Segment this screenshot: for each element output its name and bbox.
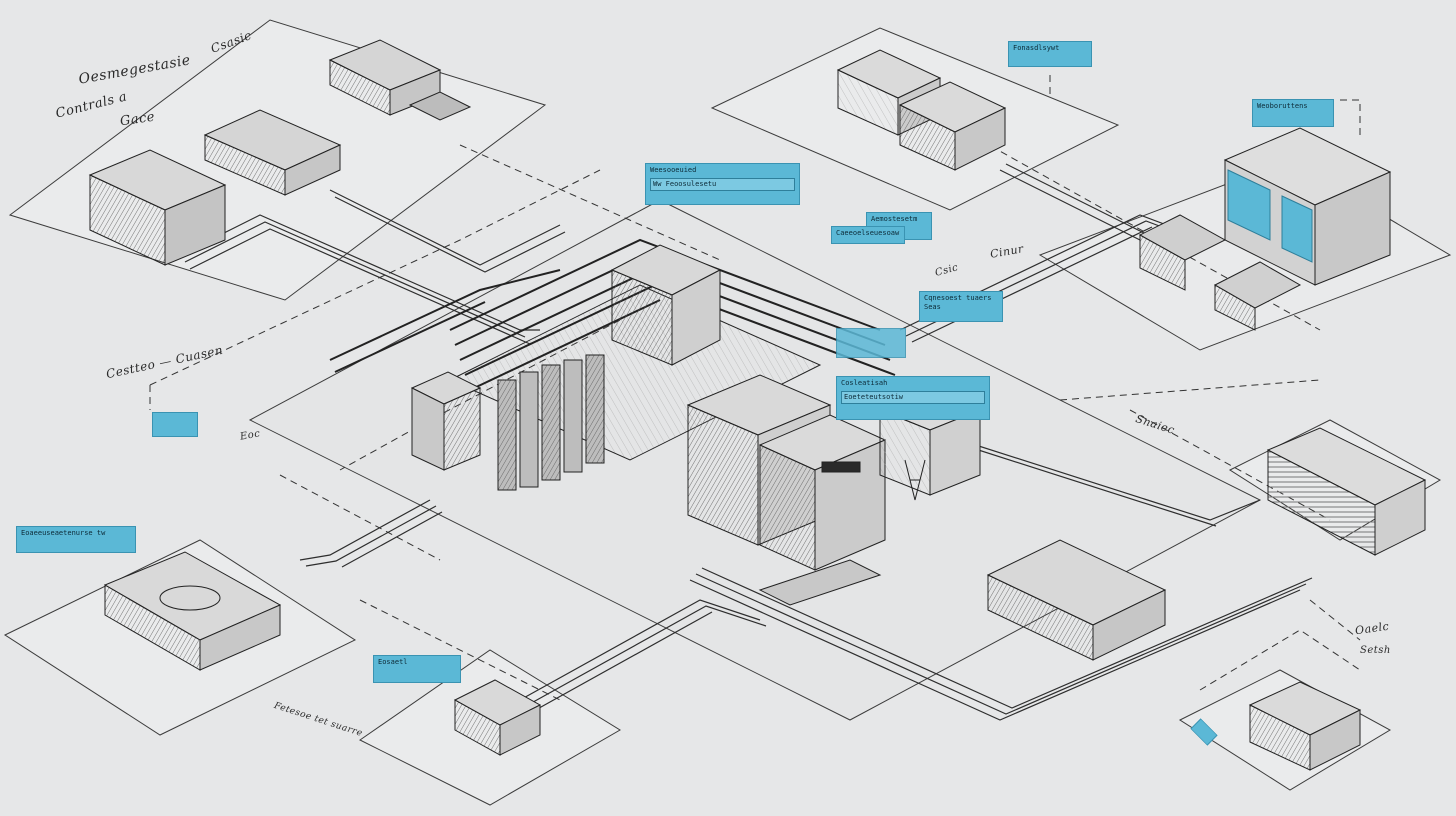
callout-text: Eosaetl <box>378 658 408 666</box>
callout-text: Weoboruttens <box>1257 102 1308 110</box>
callout-text: Fonasdlsywt <box>1013 44 1060 52</box>
callout-text: Aemostesetm <box>871 215 918 223</box>
callout-center-b: Caeeoelseuesoaw <box>831 226 905 244</box>
callout-center-top: Weesooeuied Ww Feoosulesetu <box>645 163 800 205</box>
callout-subtext: Ww Feoosulesetu <box>650 178 795 191</box>
callout-left-bottom: Eoaeeuseaetenurse tw <box>16 526 136 553</box>
callout-bottom-center: Eosaetl <box>373 655 461 683</box>
equipment-bottom-left <box>103 551 282 671</box>
callout-top-center: Fonasdlsywt <box>1008 41 1092 67</box>
callout-left-small <box>152 412 198 437</box>
equipment-right-lower <box>1266 427 1427 556</box>
equipment-bottom-mid <box>453 679 542 756</box>
callout-top-right: Weoboruttens <box>1252 99 1334 127</box>
callout-center-small <box>836 328 906 358</box>
callout-title: Cosleatisah <box>841 379 888 387</box>
callout-text: Eoaeeuseaetenurse tw <box>21 529 106 537</box>
equipment-top-left <box>88 39 472 266</box>
equipment-right-cabinet <box>1138 127 1392 331</box>
equipment-bottom-center-right <box>986 539 1362 771</box>
callout-title: Weesooeuied <box>650 166 697 174</box>
callout-center-main: Cosleatisah Eoeteteutsotiw <box>836 376 990 420</box>
callout-text: Caeeoelseuesoaw <box>836 229 900 237</box>
equipment-top-right <box>836 49 1007 171</box>
callout-subtext: Eoeteteutsotiw <box>841 391 985 404</box>
callout-text: Cqnesoest tuaers Seas <box>924 294 992 311</box>
central-process-unit <box>329 238 982 606</box>
handwritten-label: Setsh <box>1360 645 1391 656</box>
callout-center-c: Cqnesoest tuaers Seas <box>919 291 1003 322</box>
